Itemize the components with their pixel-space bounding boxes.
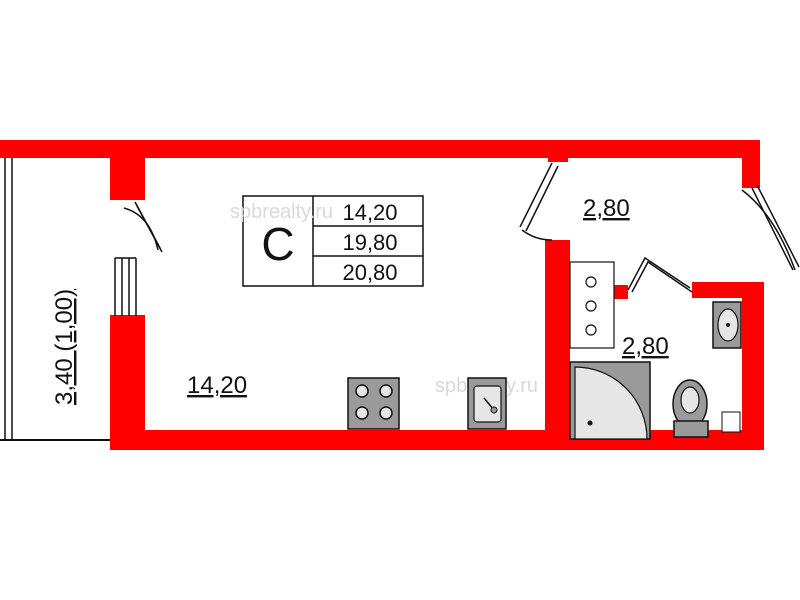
hall-area-label: 2,80 [583,195,630,222]
walls [0,140,764,450]
bathroom-area-label: 2,80 [622,333,669,360]
legend-total-area-with-balcony: 20,80 [342,260,397,285]
legend-type-letter: С [261,218,294,270]
legend-total-area: 19,80 [342,230,397,255]
door-swing-icon [123,162,800,293]
watermark: spbrealty.ru [230,201,333,223]
main-room-area-label: 14,20 [187,372,247,399]
area-legend: С 14,20 19,80 20,80 [242,195,424,287]
kitchen-sink-icon [467,377,507,430]
balcony-area-label: 3,40 (1,00) [51,289,78,405]
window-icon [114,257,137,316]
legend-living-area: 14,20 [342,200,397,225]
shower-tray-icon [569,361,651,440]
washbasin-icon [712,301,742,349]
utility-counter [569,261,615,349]
toilet-icon [672,379,709,438]
stove-icon [347,377,400,430]
ventilation-icon [721,411,741,433]
